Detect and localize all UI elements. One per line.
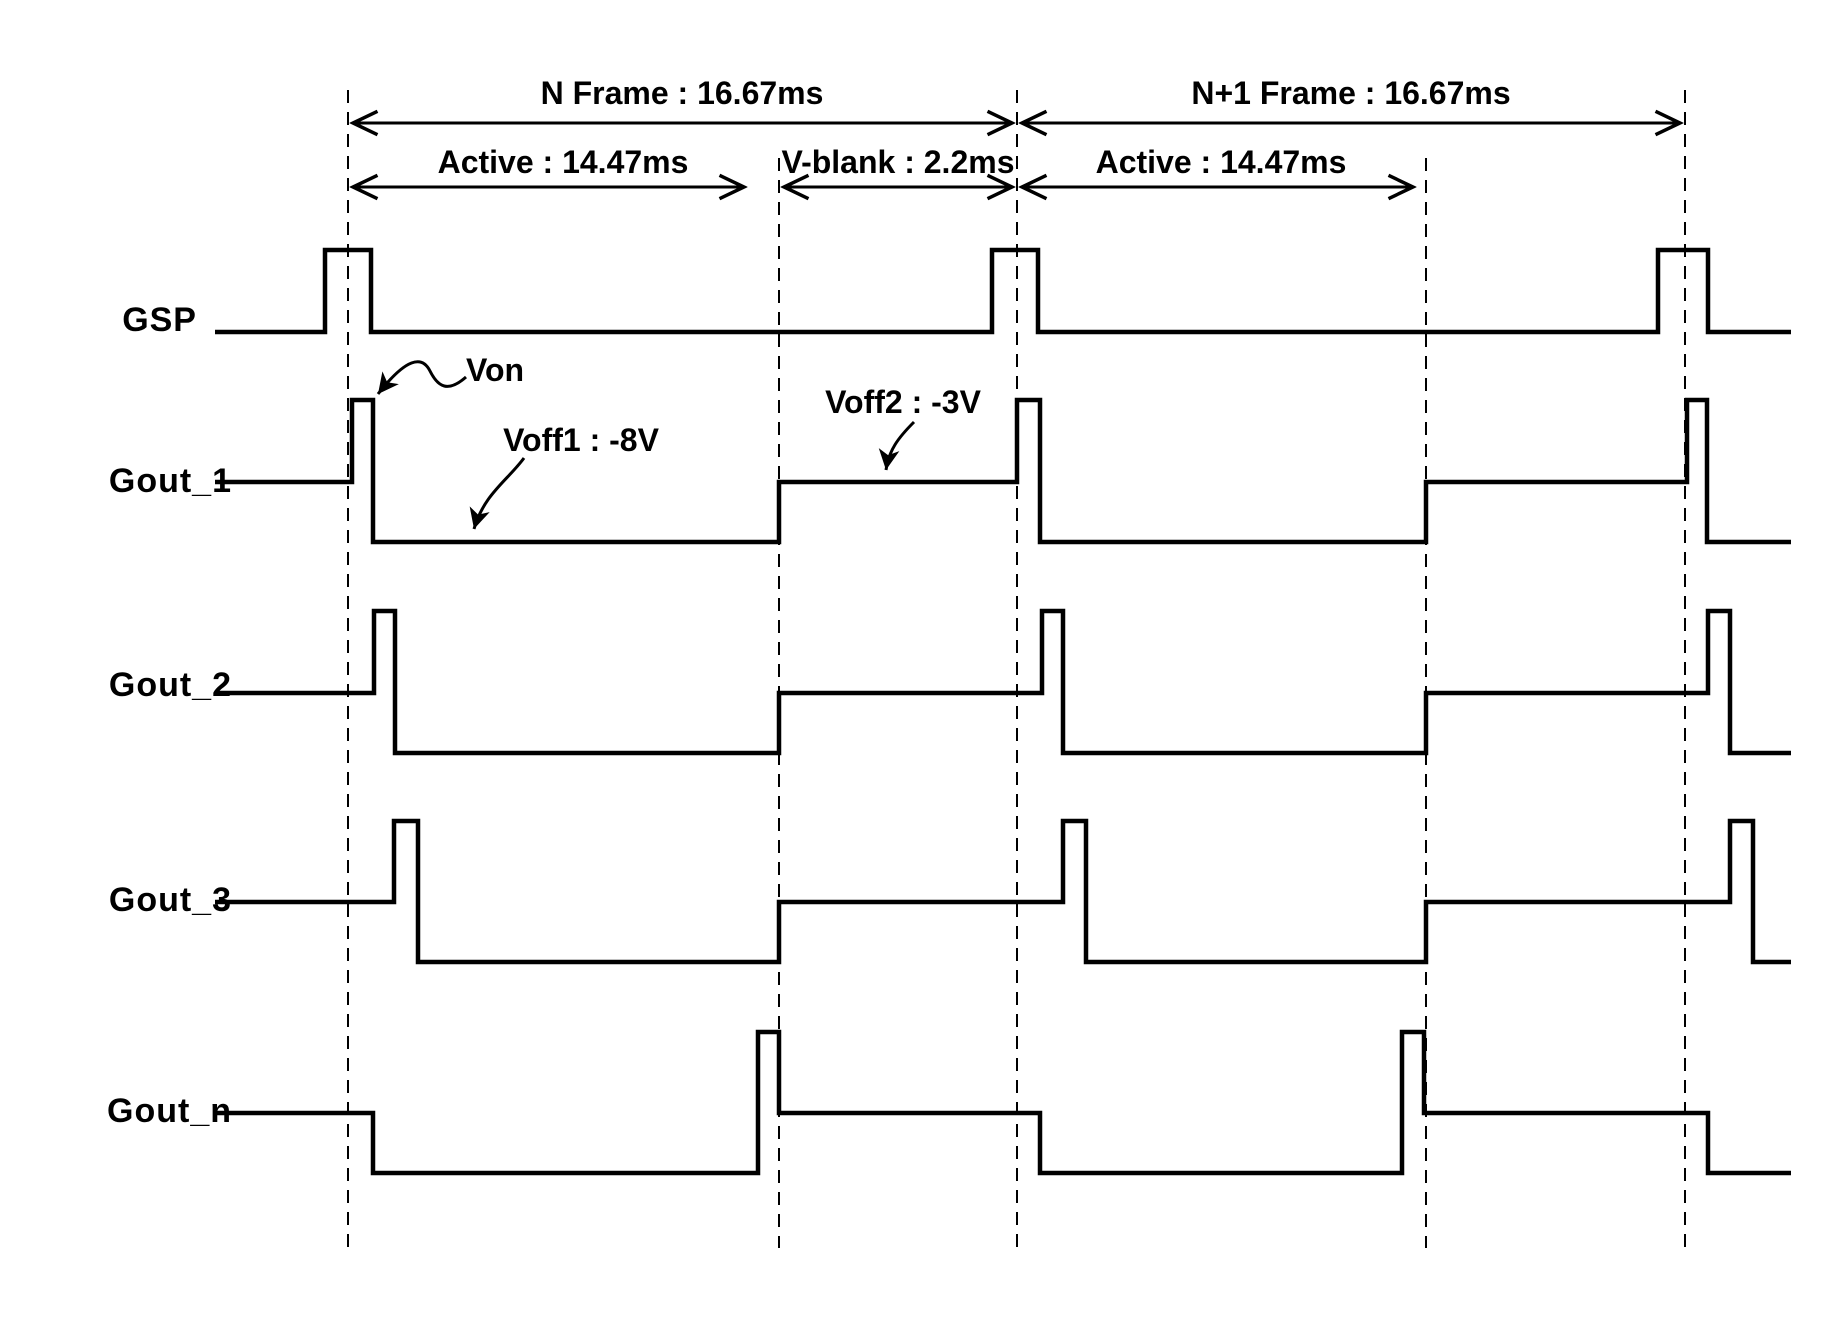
gsp-waveform	[215, 247, 1791, 335]
gout1-waveform	[215, 397, 1791, 545]
gout3-waveform	[215, 818, 1791, 965]
dimension-arrows	[353, 123, 1680, 187]
voff1-label: Voff1 : -8V	[503, 422, 660, 458]
signal-label-goutn: Gout_n	[107, 1092, 232, 1130]
voff2-arrow	[878, 420, 916, 471]
goutn-waveform	[215, 1029, 1791, 1176]
signal-label-gout2: Gout_2	[109, 666, 232, 704]
vblank-label: V-blank : 2.2ms	[782, 144, 1015, 180]
von-label: Von	[466, 352, 524, 388]
waveforms	[215, 247, 1791, 1176]
von-arrow	[376, 360, 467, 395]
signal-label-gsp: GSP	[122, 301, 197, 339]
boundary-dashed-lines	[347, 90, 1686, 1248]
voff1-arrow	[469, 457, 526, 530]
frame-n1-label: N+1 Frame : 16.67ms	[1191, 75, 1510, 111]
gout2-waveform	[215, 608, 1791, 756]
active-n1-label: Active : 14.47ms	[1096, 144, 1347, 180]
signal-label-gout1: Gout_1	[109, 462, 232, 500]
signal-label-gout3: Gout_3	[109, 881, 232, 919]
frame-n-label: N Frame : 16.67ms	[541, 75, 824, 111]
active-n-label: Active : 14.47ms	[438, 144, 689, 180]
voff2-label: Voff2 : -3V	[825, 384, 982, 420]
